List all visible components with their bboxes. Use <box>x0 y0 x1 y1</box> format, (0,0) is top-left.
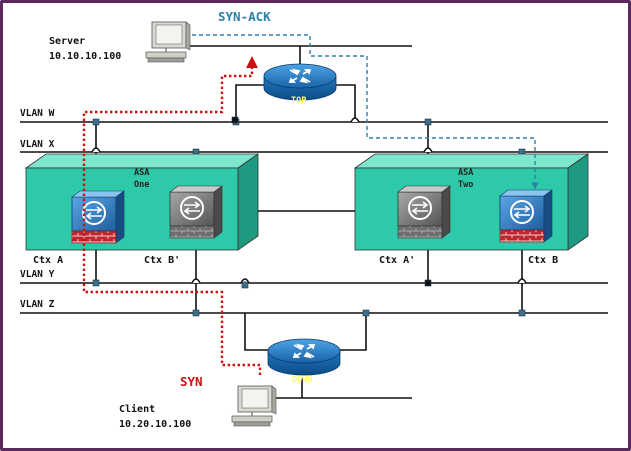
syn-label: SYN <box>180 374 203 389</box>
syn-ack-label: SYN-ACK <box>218 9 271 24</box>
asa-two-label-1: ASA <box>458 168 473 178</box>
down-router-icon <box>267 338 341 376</box>
asa-one-label-2: One <box>134 180 149 190</box>
client-computer-icon <box>231 385 277 427</box>
network-diagram: SYN-ACK SYN Server 10.10.10.100 Client 1… <box>20 9 608 430</box>
vlan-w-label: VLAN W <box>20 108 55 119</box>
ctx-a-label: Ctx A <box>33 255 63 266</box>
ctx-b-firewall-icon <box>499 189 553 243</box>
down-router-label: DOWN <box>292 375 312 385</box>
ctx-b-prime-firewall-icon <box>169 185 223 239</box>
vlan-z-label: VLAN Z <box>20 299 55 310</box>
asa-two-label-2: Two <box>458 180 473 190</box>
client-ip: 10.20.10.100 <box>119 419 191 430</box>
top-router-icon <box>263 63 337 101</box>
syn-ack-path <box>192 34 539 190</box>
ctx-a-prime-firewall-icon <box>397 185 451 239</box>
ctx-b-label: Ctx B <box>528 255 558 266</box>
server-name: Server <box>49 36 85 47</box>
ctx-a-firewall-icon <box>71 190 125 244</box>
client-name: Client <box>119 403 155 415</box>
crossing-hops <box>91 117 527 284</box>
top-router-label: TOP <box>291 96 306 106</box>
server-ip: 10.10.10.100 <box>49 51 121 62</box>
port-markers <box>92 116 526 317</box>
vlan-x-label: VLAN X <box>20 139 55 150</box>
asa-one-label-1: ASA <box>134 168 149 178</box>
server-computer-icon <box>145 21 191 63</box>
vlan-y-label: VLAN Y <box>20 269 55 280</box>
ctx-a-prime-label: Ctx A' <box>379 255 415 266</box>
ctx-b-prime-label: Ctx B' <box>144 255 180 266</box>
